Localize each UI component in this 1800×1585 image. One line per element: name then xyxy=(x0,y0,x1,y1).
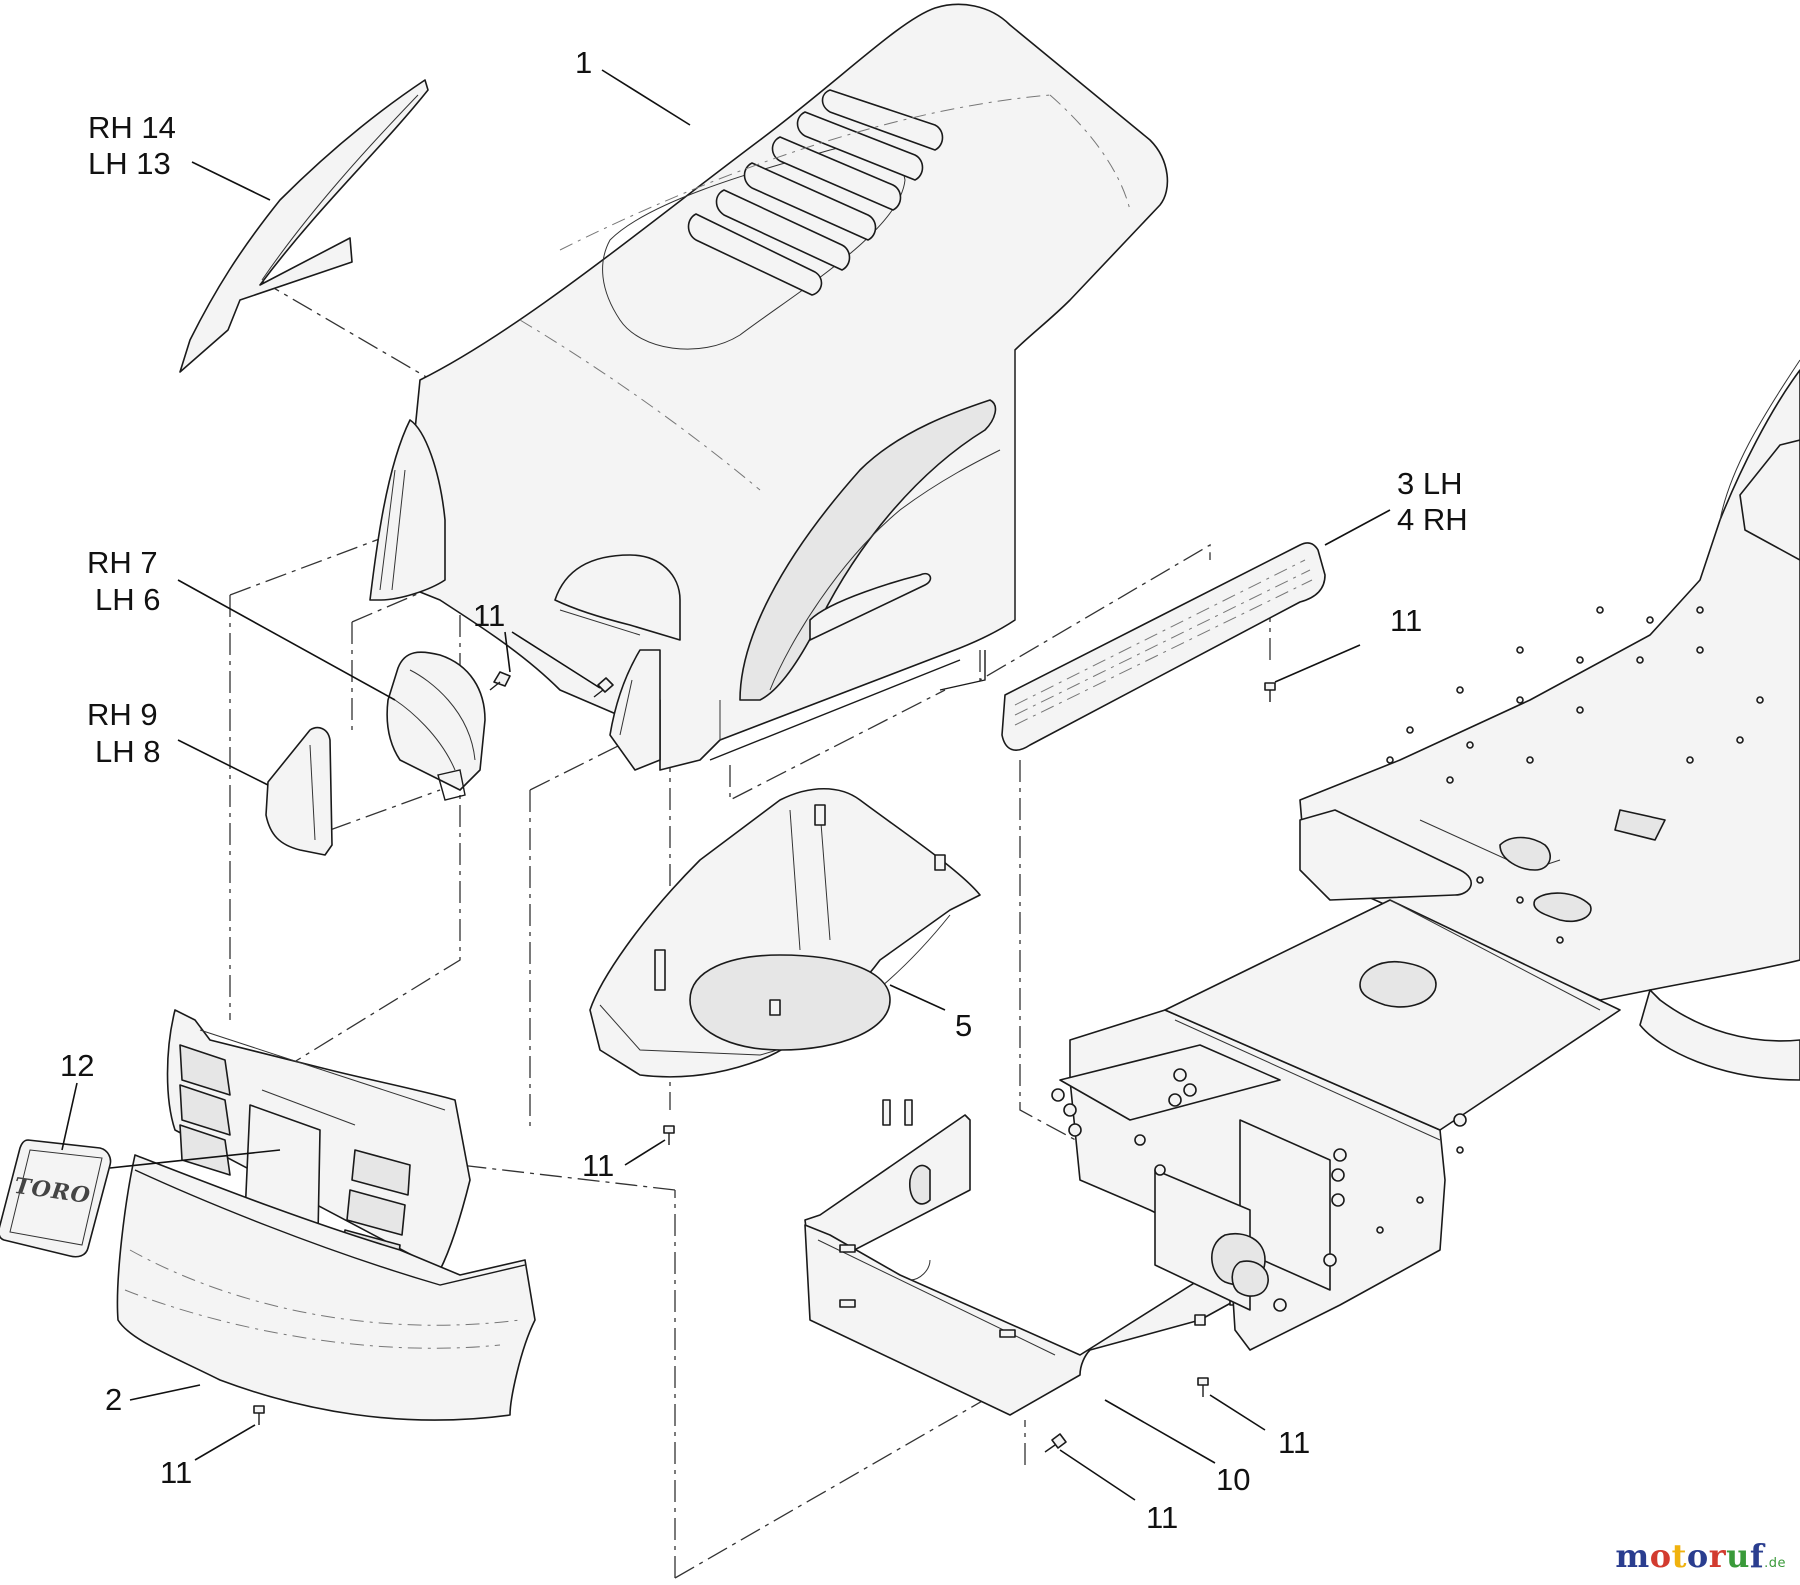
callout-14-rh-text: RH 14 xyxy=(88,110,176,145)
callout-10: 10 xyxy=(1216,1462,1251,1497)
watermark-tld: .de xyxy=(1764,1556,1786,1571)
hood-part xyxy=(369,3,1169,771)
callout-12: 12 xyxy=(60,1048,95,1083)
callout-9-rh: RH 9 xyxy=(87,697,158,732)
watermark-letter-o2: o xyxy=(1686,1537,1709,1575)
callout-5: 5 xyxy=(955,1008,973,1043)
grille-slots-left xyxy=(179,1044,231,1176)
bumper-part xyxy=(116,1154,536,1421)
callout-3-lh: 3 LH xyxy=(1397,466,1463,501)
watermark-letter-f: f xyxy=(1749,1537,1765,1575)
frame-holes xyxy=(1376,606,1764,1234)
callout-11-trim-bolt: 11 xyxy=(1390,603,1423,638)
toro-decal-part xyxy=(0,1139,112,1258)
callout-4-rh: 4 RH xyxy=(1397,502,1468,537)
callout-11-bracket-bolt: 11 xyxy=(1278,1425,1311,1460)
watermark-letter-r: r xyxy=(1708,1537,1727,1575)
watermark-letter-m: m xyxy=(1615,1537,1650,1575)
bracket-part xyxy=(804,1099,1259,1416)
watermark-logo: motoruf.de xyxy=(1615,1537,1786,1575)
callout-6-lh: LH 6 xyxy=(95,582,161,617)
callout-11-lower-bolt: 11 xyxy=(1146,1500,1179,1535)
hood-vents xyxy=(687,89,944,296)
callout-13-lh: LH 13 xyxy=(88,146,171,182)
leader-lines xyxy=(61,69,1391,1501)
callout-2: 2 xyxy=(105,1382,123,1417)
headlight-lens-part xyxy=(265,726,333,856)
tractor-frame xyxy=(1051,359,1800,1351)
callout-11-bumper-bolt: 11 xyxy=(160,1455,193,1490)
callout-7-rh: RH 7 xyxy=(87,545,158,580)
hood-decal-part xyxy=(179,79,429,373)
callout-11-hood-bolt: 11 xyxy=(473,598,506,633)
frame-bolts xyxy=(1051,1068,1467,1312)
dash-tray-part xyxy=(589,787,981,1078)
side-trim-part xyxy=(1001,542,1326,751)
callout-1: 1 xyxy=(575,45,593,80)
headlight-housing-part xyxy=(386,651,486,801)
watermark-letter-o: o xyxy=(1649,1537,1672,1575)
callout-13-lh-text: LH 13 xyxy=(88,146,171,181)
callout-14-rh: RH 14 xyxy=(88,110,176,146)
callout-8-lh: LH 8 xyxy=(95,734,161,769)
callout-11-tray-bolt: 11 xyxy=(582,1148,615,1183)
screws xyxy=(253,671,1276,1453)
watermark-letter-t: t xyxy=(1671,1537,1687,1575)
watermark-letter-u: u xyxy=(1726,1537,1750,1575)
